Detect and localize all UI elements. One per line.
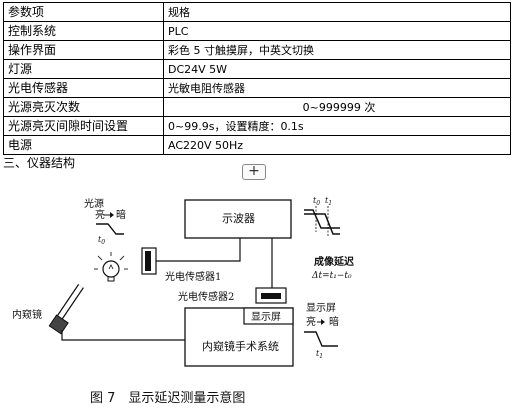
spec-value: 彩色 5 寸触摸屏，中英文切换 — [163, 40, 511, 60]
spec-row: 操作界面彩色 5 寸触摸屏，中英文切换 — [3, 40, 511, 60]
figure-caption: 图 7 显示延迟测量示意图 — [90, 390, 245, 406]
spec-value: 规格 — [163, 2, 511, 22]
t1-right-label: t1 — [325, 196, 332, 207]
light-source-label: 光源 — [84, 197, 104, 210]
screen-label: 显示屏 — [251, 311, 281, 323]
light-on-label: 亮 — [95, 208, 105, 221]
endoscope-wire — [61, 330, 185, 341]
endoscope-label: 内窥镜 — [12, 308, 42, 321]
t0-label: t0 — [98, 235, 105, 246]
spec-param: 控制系统 — [3, 21, 164, 41]
delay-formula: Δt=t₁−t₀ — [311, 271, 352, 281]
curve-source — [304, 209, 340, 229]
delay-measurement-figure: 光源 亮 暗 t0 光电传感器1 示波器 t — [0, 180, 514, 410]
sensor1-element — [145, 251, 151, 271]
spec-row: 光电传感器光敏电阻传感器 — [3, 78, 511, 98]
spec-value: 光敏电阻传感器 — [163, 78, 511, 98]
screen-box — [243, 307, 294, 325]
spec-param: 参数项 — [3, 2, 164, 22]
endoscope-tube-inner — [56, 284, 83, 322]
spec-value: 0~99.9s，设置精度：0.1s — [163, 116, 511, 136]
imaging-delay-label: 成像延迟 — [314, 255, 354, 268]
t1-screen-label: t1 — [316, 349, 323, 360]
spec-param: 灯源 — [3, 59, 164, 79]
light-off-label: 暗 — [116, 208, 126, 221]
bulb-icon — [94, 252, 128, 282]
arrow-head-icon — [110, 212, 114, 218]
endoscope-head — [48, 314, 69, 335]
screen-off-label: 暗 — [329, 315, 339, 328]
spec-param: 操作界面 — [3, 40, 164, 60]
surgery-system-label: 内窥镜手术系统 — [202, 339, 279, 353]
sensor2-label: 光电传感器2 — [178, 290, 234, 303]
spec-param: 光电传感器 — [3, 78, 164, 98]
oscilloscope-label: 示波器 — [222, 212, 255, 225]
spec-param: 光源亮灭间隙时间设置 — [3, 116, 164, 136]
spec-value: AC220V 50Hz — [163, 135, 511, 155]
spec-row: 参数项规格 — [3, 2, 511, 22]
sensor2-element — [261, 293, 281, 299]
screen-timing-label: 显示屏 — [306, 302, 336, 314]
t0-right-label: t0 — [313, 196, 320, 207]
curve-screen — [304, 213, 340, 235]
spec-value: DC24V 5W — [163, 59, 511, 79]
section-heading: 三、仪器结构 — [3, 156, 76, 170]
spec-param: 光源亮灭次数 — [3, 97, 164, 117]
screen-on-label: 亮 — [306, 315, 316, 328]
light-waveform — [96, 223, 124, 235]
oscilloscope-box — [184, 199, 292, 239]
expand-button[interactable]: + — [242, 164, 266, 180]
spec-param: 电源 — [3, 135, 164, 155]
spec-value: 0~999999 次 — [163, 97, 511, 117]
screen-waveform — [304, 331, 338, 347]
sensor1-label: 光电传感器1 — [165, 270, 221, 283]
spec-value: PLC — [163, 21, 511, 41]
wire-sensor1 — [156, 238, 241, 262]
screen-arrow-head-icon — [321, 319, 325, 325]
